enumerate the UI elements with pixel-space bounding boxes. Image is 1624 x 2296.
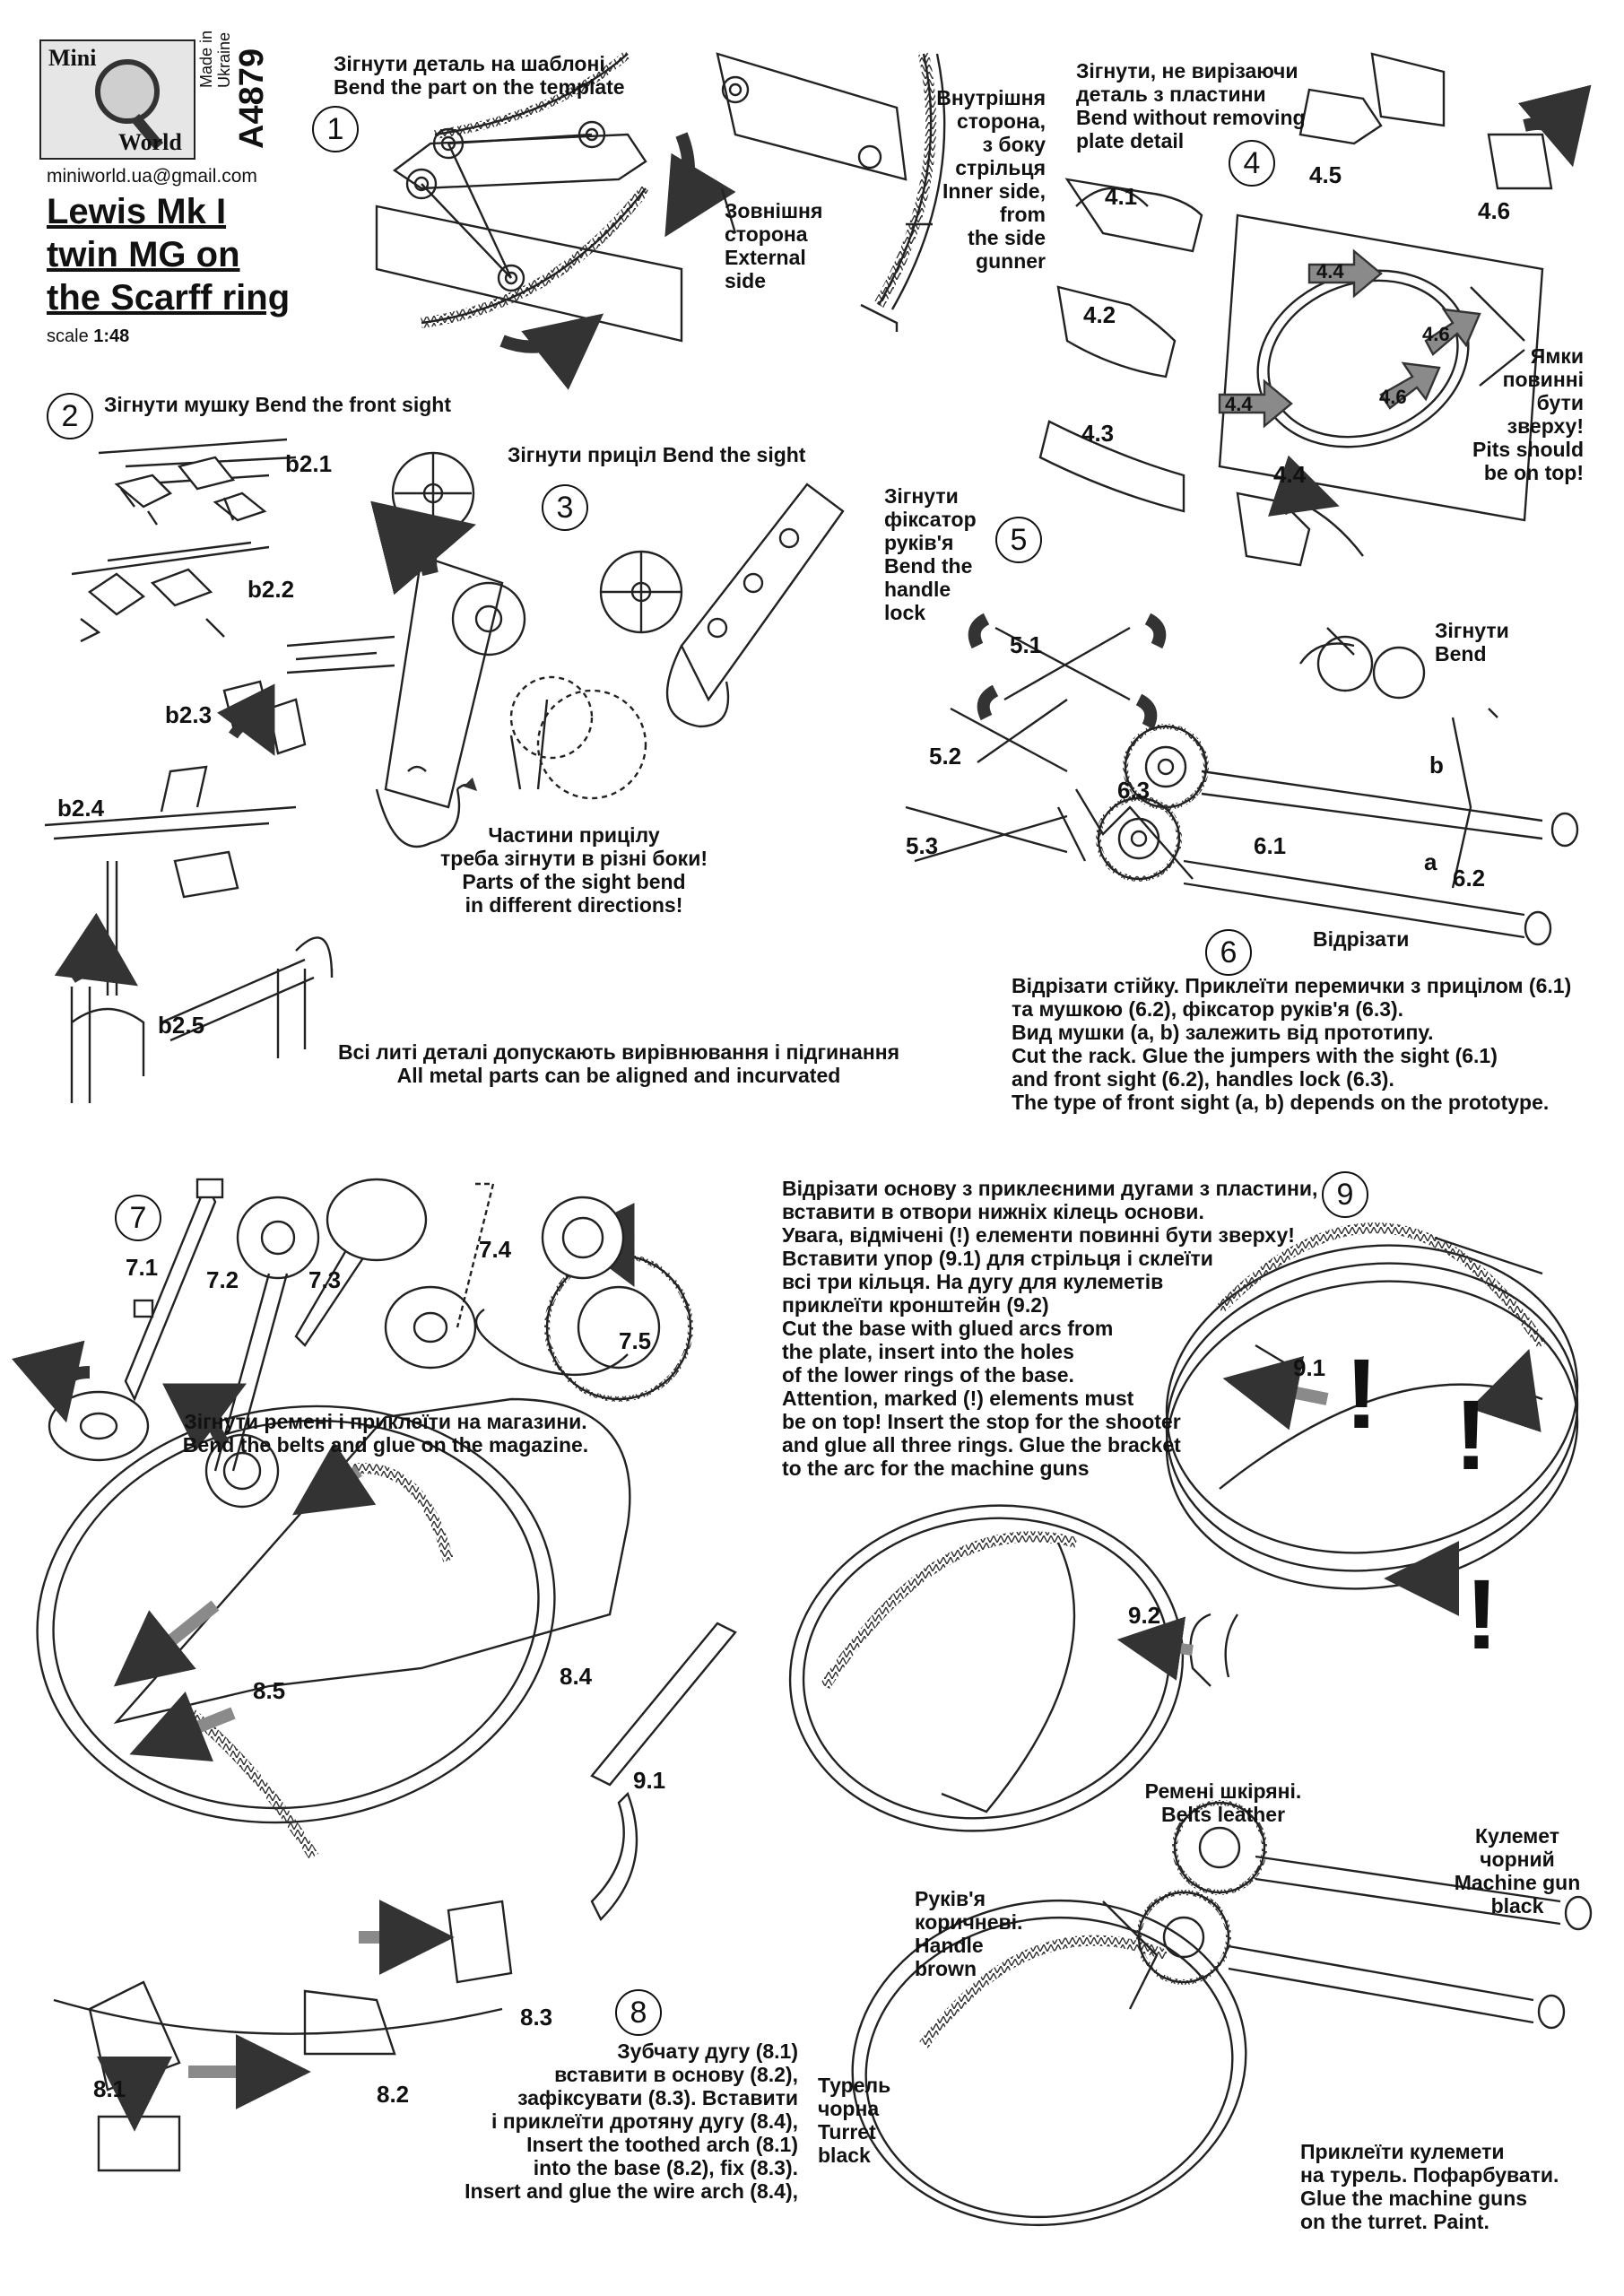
sight-variant-b: b: [1429, 752, 1444, 778]
step1-outer-side-label: Зовнішня сторона External side: [725, 199, 823, 292]
step7-belt-drawing: [11, 1178, 693, 1472]
step4-arrows: [1218, 248, 1481, 429]
final-turret-label: Турель чорна Turret black: [818, 2074, 891, 2167]
part-7-5: 7.5: [619, 1327, 652, 1354]
arrow-4-4-left: 4.4: [1225, 393, 1253, 415]
part-9-1-in-step8: 9.1: [633, 1767, 666, 1794]
magnifier-icon: [95, 59, 160, 124]
step9-rings-drawing: [788, 1222, 1579, 1832]
part-8-2: 8.2: [377, 2081, 410, 2108]
step3-sight-drawing: [370, 451, 845, 848]
title-line-3: the Scarff ring: [47, 278, 291, 317]
part-8-4: 8.4: [560, 1663, 593, 1690]
step1-template-drawing: [375, 50, 946, 390]
logo-mini: Mini: [48, 45, 97, 71]
step3-text: Зігнути приціл Bend the sight: [508, 443, 806, 466]
final-belts-label: Ремені шкіряні. Belts leather: [1144, 1779, 1302, 1826]
step6-gun-assembly: [1056, 627, 1579, 946]
step1-text: Зігнути деталь на шаблоні Bend the part …: [334, 52, 625, 99]
step4-text: Зігнути, не вирізаючи деталь з пластини …: [1076, 59, 1306, 152]
step6-number: 6: [1205, 929, 1252, 976]
sight-variant-a: a: [1424, 848, 1437, 875]
step7-text: Зігнути ремені і приклеїти на магазини. …: [182, 1410, 589, 1457]
part-6-1: 6.1: [1254, 832, 1287, 859]
part-4-3: 4.3: [1081, 420, 1115, 447]
step8-number: 8: [615, 1989, 662, 2036]
step9-text: Відрізати основу з приклеєними дугами з …: [782, 1177, 1318, 1480]
part-6-2: 6.2: [1453, 865, 1486, 891]
made-in-label: Made in Ukraine: [197, 30, 233, 88]
attention-mark-2: !: [1455, 1380, 1488, 1491]
final-handle-label: Руків'я коричневі. Handle brown: [915, 1887, 1023, 1980]
part-5-2: 5.2: [929, 743, 962, 770]
part-4-1: 4.1: [1105, 183, 1138, 210]
part-9-1: 9.1: [1293, 1354, 1326, 1381]
step5-text: Зігнути фіксатор руків'я Bend the handle…: [884, 484, 977, 624]
scale-label: scale 1:48: [47, 325, 129, 348]
part-4-2: 4.2: [1083, 301, 1116, 328]
step5-number: 5: [995, 517, 1042, 563]
step6-cut-label: Відрізати: [1313, 927, 1410, 951]
arrow-4-4-top: 4.4: [1316, 260, 1344, 283]
step5-handle-lock-drawing: [905, 613, 1167, 863]
scale-prefix: scale: [47, 326, 94, 346]
part-5-1: 5.1: [1010, 631, 1043, 658]
step1-number: 1: [312, 106, 359, 152]
arrow-4-6-bottom: 4.6: [1379, 386, 1407, 408]
page-title: Lewis Mk I twin MG on the Scarff ring: [47, 190, 290, 319]
step8-text: Зубчату дугу (8.1) вставити в основу (8.…: [465, 2039, 798, 2203]
final-glue-text: Приклеїти кулемети на турель. Пофарбуват…: [1300, 2140, 1559, 2233]
part-7-2: 7.2: [206, 1266, 239, 1293]
product-code: A4879: [233, 48, 271, 149]
step3-number: 3: [542, 484, 588, 531]
part-8-1: 8.1: [93, 2075, 126, 2102]
part-4-6: 4.6: [1478, 197, 1511, 224]
brand-side-text: Made in Ukraine A4879: [179, 30, 287, 151]
part-9-2: 9.2: [1128, 1602, 1161, 1629]
logo-world: World: [118, 129, 182, 155]
metal-parts-note: Всі литі деталі допускають вирівнювання …: [337, 1040, 900, 1087]
part-7-3: 7.3: [308, 1266, 342, 1293]
step1-inner-side-label: Внутрішня сторона, з боку стрільця Inner…: [936, 86, 1046, 273]
step7-number: 7: [115, 1195, 161, 1241]
part-8-5: 8.5: [253, 1677, 286, 1704]
part-7-1: 7.1: [126, 1254, 159, 1281]
part-b2-2: b2.2: [248, 576, 295, 603]
brand-logo: Mini World: [39, 39, 195, 160]
step6-text: Відрізати стійку. Приклеїти перемички з …: [1012, 974, 1572, 1114]
step2-sight-parts: [44, 438, 395, 1103]
title-line-1: Lewis Mk I: [47, 192, 227, 231]
part-b2-1: b2.1: [285, 450, 333, 477]
attention-mark-1: !: [1345, 1339, 1378, 1449]
final-mg-label: Кулемет чорний Machine gun black: [1454, 1824, 1581, 1918]
step4-pits-note: Ямки повинні бути зверху! Pits should be…: [1472, 344, 1584, 484]
part-6-3: 6.3: [1117, 777, 1151, 804]
final-turret-drawing: [851, 1800, 1593, 2227]
part-4-4: 4.4: [1273, 461, 1307, 488]
part-8-3: 8.3: [520, 2004, 553, 2031]
scale-value: 1:48: [93, 326, 130, 346]
step6-bend-label: Зігнути Bend: [1435, 619, 1509, 665]
step2-number: 2: [47, 393, 93, 439]
step3-note: Частини прицілу треба зігнути в різні бо…: [440, 823, 708, 917]
step8-ring-drawing: [36, 1383, 737, 2172]
part-5-3: 5.3: [906, 832, 939, 859]
part-4-5: 4.5: [1309, 161, 1342, 188]
brand-email: miniworld.ua@gmail.com: [47, 166, 257, 187]
part-b2-5: b2.5: [158, 1012, 205, 1039]
step4-number: 4: [1229, 140, 1275, 187]
part-b2-4: b2.4: [57, 795, 105, 822]
arrow-4-6-top: 4.6: [1422, 323, 1450, 345]
part-b2-3: b2.3: [165, 701, 213, 728]
part-7-4: 7.4: [479, 1236, 512, 1263]
step9-number: 9: [1322, 1171, 1368, 1218]
attention-mark-3: !: [1465, 1560, 1498, 1670]
title-line-2: twin MG on: [47, 235, 240, 274]
step2-text: Зігнути мушку Bend the front sight: [104, 393, 451, 416]
